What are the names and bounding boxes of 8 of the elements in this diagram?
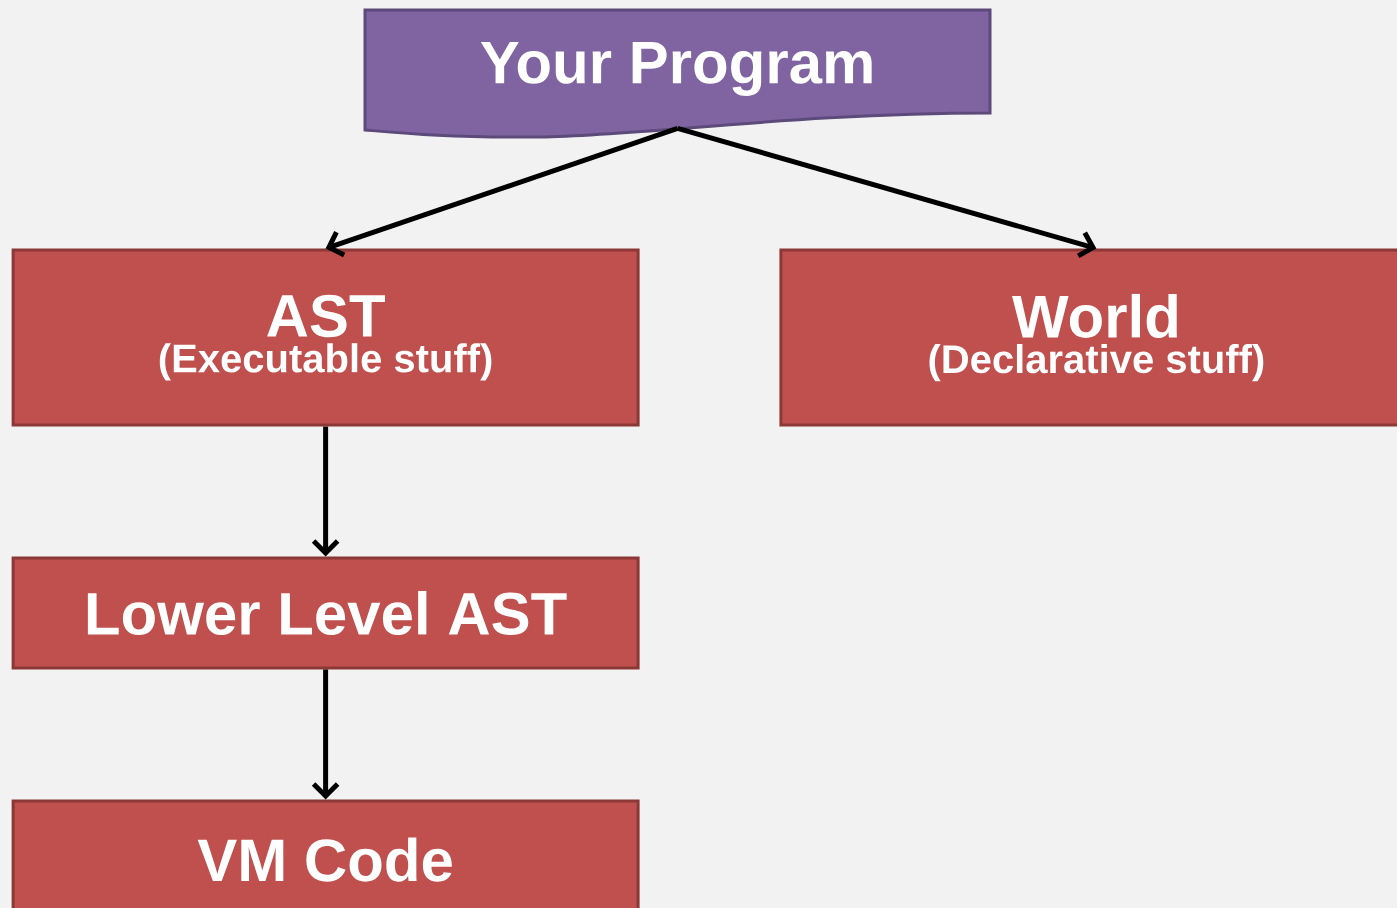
- process-box: World (Declarative stuff): [779, 248, 1397, 427]
- arrow: [676, 126, 1097, 259]
- arrow: [311, 669, 340, 800]
- arrow: [325, 126, 679, 258]
- process-box: Lower Level AST: [11, 556, 640, 670]
- process-box: VM Code: [11, 799, 640, 908]
- arrow: [311, 426, 340, 557]
- process-box: AST (Executable stuff): [11, 248, 640, 427]
